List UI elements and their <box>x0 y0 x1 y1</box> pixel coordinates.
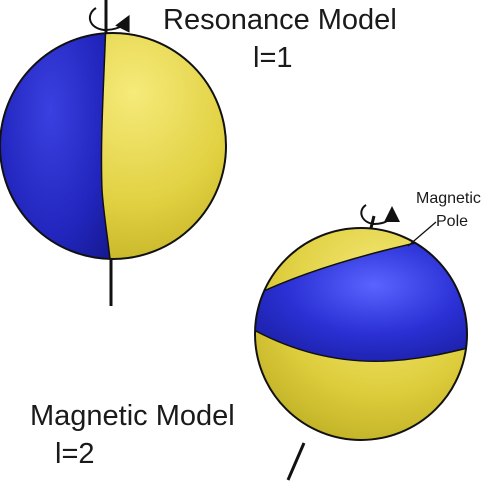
magnetic-sphere <box>254 204 468 481</box>
resonance-model-title: Resonance Model <box>163 4 397 36</box>
magnetic-model-title: Magnetic Model <box>30 400 235 432</box>
resonance-mode-label: l=1 <box>253 42 293 74</box>
sphere-outline <box>254 227 468 441</box>
magnetic-pole-pointer <box>407 221 437 247</box>
blue-equatorial-band <box>255 230 467 362</box>
rotation-arrow-icon <box>360 204 400 226</box>
magnetic-pole-label-line1: Magnetic <box>416 190 481 207</box>
resonance-sphere <box>0 0 227 306</box>
sphere-outline <box>0 32 227 260</box>
magnetic-mode-label: l=2 <box>55 438 95 470</box>
hemisphere-boundary <box>100 33 113 259</box>
band-edge-bottom <box>255 324 467 362</box>
rotation-arrow-icon <box>88 7 130 33</box>
blue-hemisphere <box>0 33 112 259</box>
rotation-axis-bottom <box>286 442 306 481</box>
magnetic-pole-label-line2: Pole <box>436 213 469 230</box>
